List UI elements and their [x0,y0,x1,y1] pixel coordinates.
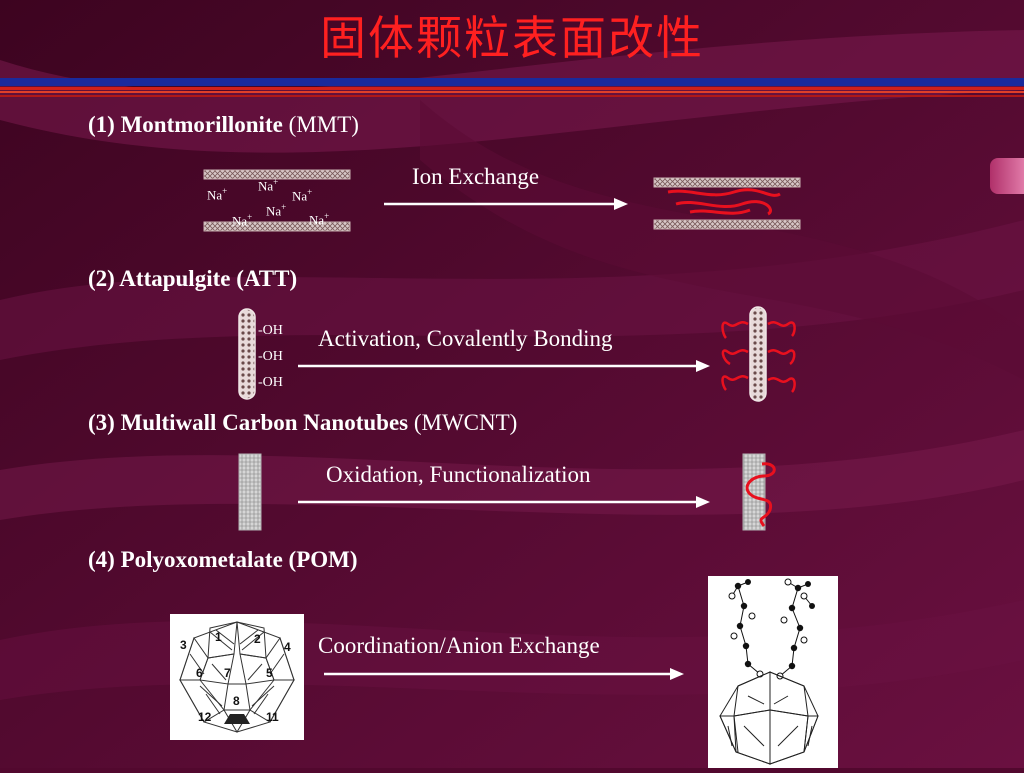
heading-text: (2) Attapulgite (ATT) [88,266,298,291]
header-band [0,78,1024,97]
polyhedron-number: 2 [254,632,261,646]
section-heading-att: (2) Attapulgite (ATT) [88,266,297,292]
polyhedron-number: 5 [266,666,273,680]
arrow-oxidation [298,496,710,508]
heading-text: (4) Polyoxometalate (POM) [88,547,358,572]
pom-structure-image: 1 2 3 4 5 6 7 8 12 11 [170,614,304,740]
na-ion-label: Na+ [266,202,287,219]
polyhedron-number: 6 [196,666,203,680]
mwcnt-functionalized-diagram [742,453,776,531]
process-label-ion-exchange: Ion Exchange [412,164,540,189]
pom-hybrid-structure-image [708,576,838,768]
slide-title: 固体颗粒表面改性 [320,11,704,65]
na-ion-label: Na+ [258,177,279,194]
polyhedron-number: 7 [224,666,231,680]
polyhedron-number: 8 [233,694,240,708]
na-ion-label: Na+ [292,187,313,204]
mmt-intercalated-diagram [653,177,801,230]
pom-hybrid-drawing [719,578,819,765]
process-label-activation: Activation, Covalently Bonding [318,326,613,351]
side-tab-accent [990,158,1024,194]
polyhedron-number: 1 [215,630,222,644]
heading-text: (3) Multiwall Carbon Nanotubes [88,410,409,435]
na-ion-label: Na+ [207,186,228,203]
polyhedron-number: 11 [266,710,279,724]
arrow-coordination [324,668,684,680]
polyhedron-number: 3 [180,638,187,652]
pom-polyhedra-drawing [179,621,295,733]
section-heading-mmt: (1) Montmorillonite (MMT) [88,112,359,138]
process-label-coordination: Coordination/Anion Exchange [318,633,600,658]
polyhedron-number: 4 [284,640,291,654]
section-heading-mwcnt: (3) Multiwall Carbon Nanotubes (MWCNT) [88,410,517,436]
arrow-ion-exchange [384,198,628,210]
process-label-oxidation: Oxidation, Functionalization [326,462,591,487]
oh-group-label: -OH [258,323,283,338]
mmt-layers-diagram [203,169,351,232]
heading-abbrev: (MMT) [288,112,359,137]
na-ion-label: Na+ [309,211,330,228]
heading-text: (1) Montmorillonite [88,112,283,137]
oh-group-label: -OH [258,349,283,364]
polyhedron-number: 12 [198,710,212,724]
oh-group-label: -OH [258,375,283,390]
na-ion-label: Na+ [232,212,253,229]
mwcnt-tube-diagram [238,453,262,531]
heading-abbrev: (MWCNT) [413,410,518,435]
section-heading-pom: (4) Polyoxometalate (POM) [88,547,358,573]
att-grafted-diagram [721,306,796,402]
att-rod-diagram [238,308,256,400]
arrow-activation [298,360,710,372]
